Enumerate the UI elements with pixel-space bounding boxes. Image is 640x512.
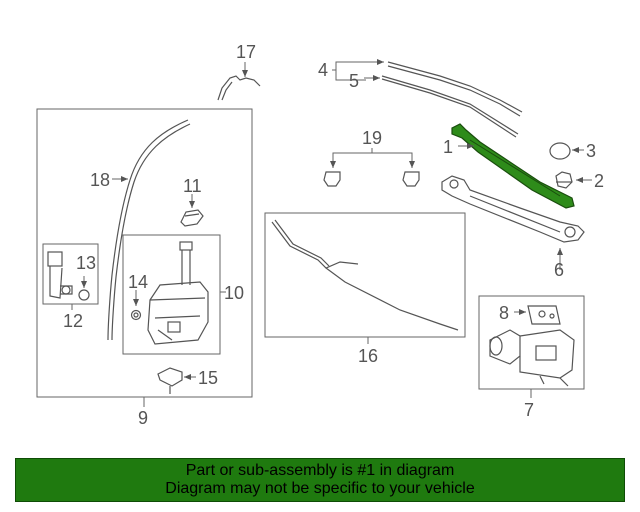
banner-line-1: Part or sub-assembly is #1 in diagram [185,462,455,479]
callout-6: 6 [554,260,564,280]
callout-13: 13 [76,253,96,273]
leader-bracket-45 [335,70,366,81]
callout-16: 16 [358,346,378,366]
part-11-reservoir-cap[interactable] [180,209,204,227]
callout-10: 10 [224,283,244,303]
part-1-wiper-arm[interactable] [451,123,575,209]
leader-bracket-19 [332,152,413,160]
part-info-banner: Part or sub-assembly is #1 in diagram Di… [15,458,625,502]
part-2-arm-nut[interactable] [555,171,573,189]
part-18-washer-hose[interactable] [107,119,191,341]
group-box-16 [264,212,466,338]
callout-14: 14 [128,272,148,292]
part-15-washer-nozzle[interactable] [157,367,183,394]
part-4-wiper-blade[interactable] [387,61,523,117]
callout-15: 15 [198,368,218,388]
callout-3: 3 [586,141,596,161]
leader-4 [332,59,384,71]
group-box-10 [122,234,221,355]
callout-1: 1 [443,137,453,157]
callout-5: 5 [349,71,359,91]
callout-4: 4 [318,60,328,80]
part-7-wiper-motor[interactable] [489,329,575,387]
part-13-pump-seal[interactable] [78,289,90,301]
part-14-grommet[interactable] [130,309,142,321]
callout-19: 19 [362,128,382,148]
banner-line-2: Diagram may not be specific to your vehi… [165,480,475,497]
callout-2: 2 [594,171,604,191]
part-16-washer-tube[interactable] [271,219,459,331]
part-10-washer-reservoir[interactable] [147,241,209,345]
part-5-blade-refill[interactable] [381,75,519,138]
group-box-12 [42,243,99,305]
part-3-arm-cap[interactable] [549,142,571,160]
part-8-motor-gasket[interactable] [527,305,561,325]
callout-11: 11 [183,176,202,196]
part-12-washer-pump[interactable] [47,251,73,299]
part-19-clip-left[interactable] [323,171,341,187]
callout-18: 18 [90,170,110,190]
callout-8: 8 [499,303,509,323]
callout-9: 9 [138,408,148,428]
callout-7: 7 [524,400,534,420]
group-box-7 [478,295,585,390]
part-6-wiper-linkage[interactable] [441,175,585,243]
callout-12: 12 [63,311,83,331]
part-19-clip-right[interactable] [402,171,420,187]
part-17-hose[interactable] [217,75,261,101]
callout-17: 17 [236,42,256,62]
